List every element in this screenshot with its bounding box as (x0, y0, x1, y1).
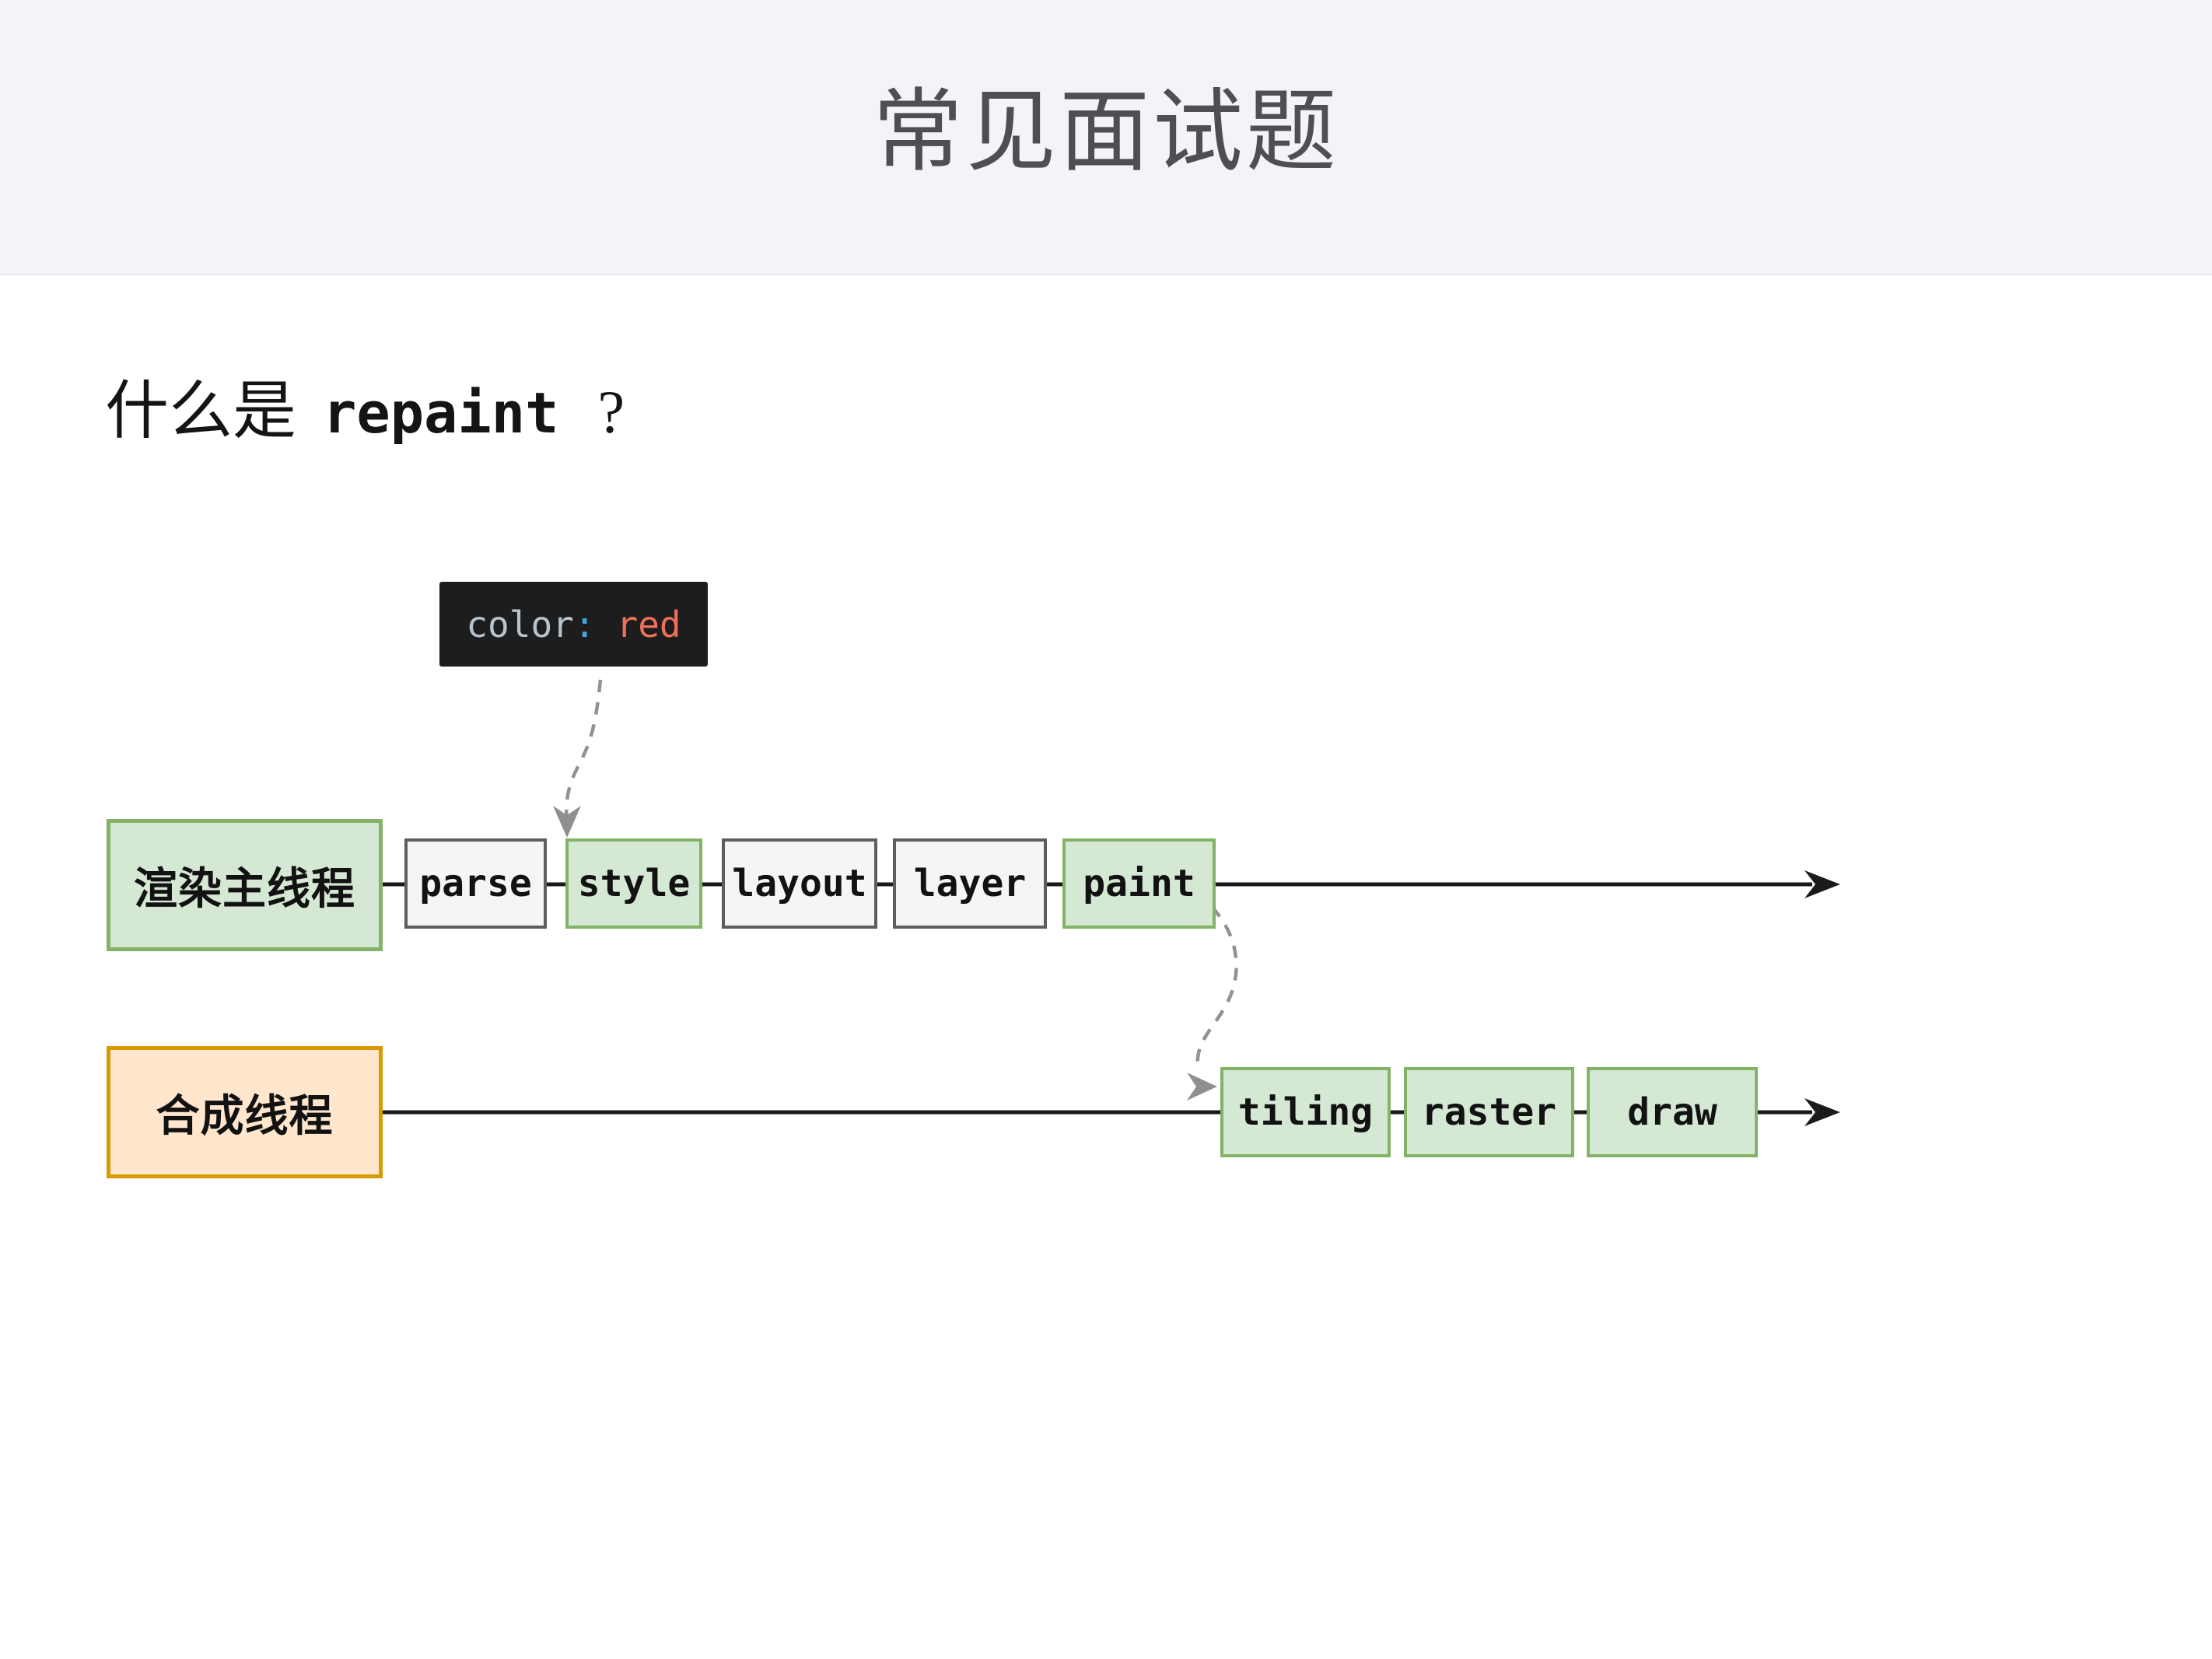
css-value: red (616, 603, 681, 646)
main-thread-label: 渲染主线程 (134, 863, 355, 913)
question-mark: ? (597, 378, 625, 446)
question-prefix: 什么是 (105, 376, 297, 446)
stage-box-layer: layer (893, 838, 1047, 929)
css-colon: : (573, 603, 596, 646)
stage-label: paint (1083, 862, 1195, 905)
stage-label: tiling (1237, 1090, 1374, 1134)
stage-box-tiling: tiling (1220, 1067, 1391, 1157)
stage-label: layout (732, 862, 867, 905)
stage-label: raster (1421, 1090, 1557, 1134)
main-thread-arrowhead-icon (1804, 870, 1840, 898)
stage-box-layout: layout (722, 838, 877, 929)
header-band: 常见面试题 (0, 0, 2212, 275)
stage-box-raster: raster (1404, 1067, 1574, 1157)
dashed-arrow-tooltip-to-style (564, 679, 603, 824)
css-code-tooltip: color : red (439, 582, 708, 667)
dashed-arrowhead-style-icon (553, 806, 581, 838)
stage-box-paint: paint (1062, 838, 1216, 929)
stage-box-style: style (565, 838, 702, 929)
compositor-thread-arrowhead-icon (1804, 1098, 1840, 1126)
main-thread-box: 渲染主线程 (107, 819, 383, 951)
css-property: color (466, 603, 574, 646)
stage-label: parse (419, 862, 532, 905)
compositor-thread-box: 合成线程 (107, 1046, 383, 1178)
page-title: 常见面试题 (873, 83, 1339, 183)
compositor-thread-label: 合成线程 (156, 1090, 334, 1140)
stage-box-draw: draw (1587, 1067, 1758, 1157)
question-code-term: repaint (323, 380, 559, 446)
stage-box-parse: parse (404, 838, 547, 929)
stage-label: style (577, 862, 691, 905)
question-heading: 什么是 repaint ? (105, 373, 625, 450)
dashed-arrow-paint-to-tiling (1195, 905, 1238, 1071)
dashed-arrowhead-tiling-icon (1187, 1073, 1217, 1101)
stage-label: layer (913, 862, 1027, 905)
stage-label: draw (1627, 1090, 1717, 1134)
